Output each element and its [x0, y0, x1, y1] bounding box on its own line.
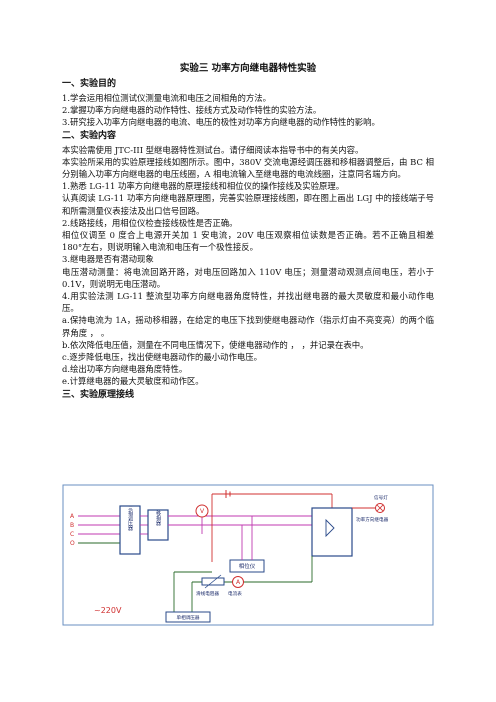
document-page: 实验三 功率方向继电器特性实验 一、实验目的 1.学会运用相位测试仪测量电流和电… — [62, 60, 434, 403]
signal-lamp-label: 信号灯 — [374, 494, 388, 501]
purpose-item-1: 1.学会运用相位测试仪测量电流和电压之间相角的方法。 — [62, 93, 271, 103]
purpose-item-3: 3.研究接入功率方向继电器的电流、电压的极性对功率方向继电器的动作特性的影响。 — [62, 117, 380, 128]
supply-voltage-label: ~220V — [94, 606, 122, 615]
ammeter-icon — [232, 576, 244, 588]
phase-meter — [229, 559, 265, 573]
content-paragraph: 4.用实验法测 LG-11 整流型功率方向继电器角度特性，并找出继电器的最大灵敏… — [62, 291, 434, 314]
content-paragraph: 1.熟悉 LG-11 功率方向继电器的原理接线和相位仪的操作接线及实验原理。 — [62, 181, 345, 192]
ammeter-symbol: A — [236, 579, 241, 586]
slide-rheostat-label: 滑线电阻器 — [196, 590, 219, 597]
section-heading-wiring: 三、实验原理接线 — [62, 389, 135, 400]
three-phase-regulator-label: 三相调压器 — [127, 506, 133, 532]
phase-label-b: B — [70, 522, 74, 529]
content-paragraph: 2.线路接线，用相位仪检查接线极性是否正确。 — [62, 217, 238, 228]
relay-element-icon — [325, 518, 335, 538]
ammeter-label: 电流表 — [228, 590, 242, 597]
content-paragraph: c.逐步降低电压，找出使继电器动作的最小动作电压。 — [62, 352, 262, 363]
purpose-item-2: 2.掌握功率方向继电器的动作特性、接线方式及动作特性的实验方法。 — [62, 105, 322, 116]
content-paragraph: 相位仪调至 0 度合上电源开关加 1 安电流，20V 电压观察相位读数是否正确。… — [62, 230, 434, 253]
wiring-diagram-svg: A B C O 三相调压器 移相器 V 功率方向 — [62, 484, 434, 626]
page-title: 实验三 功率方向继电器特性实验 — [179, 63, 317, 74]
power-direction-relay — [311, 507, 353, 557]
content-paragraph: 认真阅读 LG-11 功率方向继电器原理图，完善实验原理接线图，即在图上画出 L… — [62, 193, 434, 216]
relay-label: 功率方向继电器 — [356, 516, 389, 523]
content-paragraph: d.绘出功率方向继电器角度特性。 — [62, 364, 188, 375]
content-paragraph: a.保持电流为 1A，摇动移相器，在给定的电压下找到使继电器动作（指示灯由不亮变… — [62, 315, 434, 338]
content-paragraph: 电压潜动测量：将电流回路开路，对电压回路加入 110V 电压；测量潜动观测点间电… — [62, 266, 434, 289]
wiring-diagram: A B C O 三相调压器 移相器 V 功率方向 — [62, 484, 434, 626]
single-phase-regulator-label: 单相调压器 — [177, 614, 200, 621]
phase-label-a: A — [70, 513, 75, 520]
phase-label-o: O — [70, 540, 75, 547]
content-paragraph: b.依次降低电压值，测量在不同电压情况下，使继电器动作的 ， ，并记录在表中。 — [62, 339, 369, 350]
signal-lamp-icon — [376, 504, 384, 512]
phase-meter-label: 相位仪 — [239, 562, 256, 570]
phase-label-c: C — [70, 531, 74, 538]
phase-shifter-label: 移相器 — [155, 510, 161, 527]
section-heading-purpose: 一、实验目的 — [62, 79, 117, 89]
content-paragraph: e.计算继电器的最大灵敏度和动作区。 — [62, 376, 204, 387]
content-paragraph: 3.继电器是否有潜动现象 — [62, 254, 154, 265]
single-phase-regulator — [165, 611, 211, 623]
voltmeter-symbol: V — [200, 508, 205, 515]
slide-rheostat-arrow — [204, 574, 222, 589]
content-paragraph: 本实验需使用 JTC-III 型继电器特性测试台。请仔细阅读本指导书中的有关内容… — [62, 144, 364, 155]
content-paragraph: 本实验所采用的实验原理接线如图所示。图中，380V 交流电源经调压器和移相器调整… — [62, 156, 434, 180]
three-phase-regulator — [119, 505, 141, 555]
section-heading-content: 二、实验内容 — [62, 130, 117, 141]
voltmeter-icon — [195, 504, 209, 518]
